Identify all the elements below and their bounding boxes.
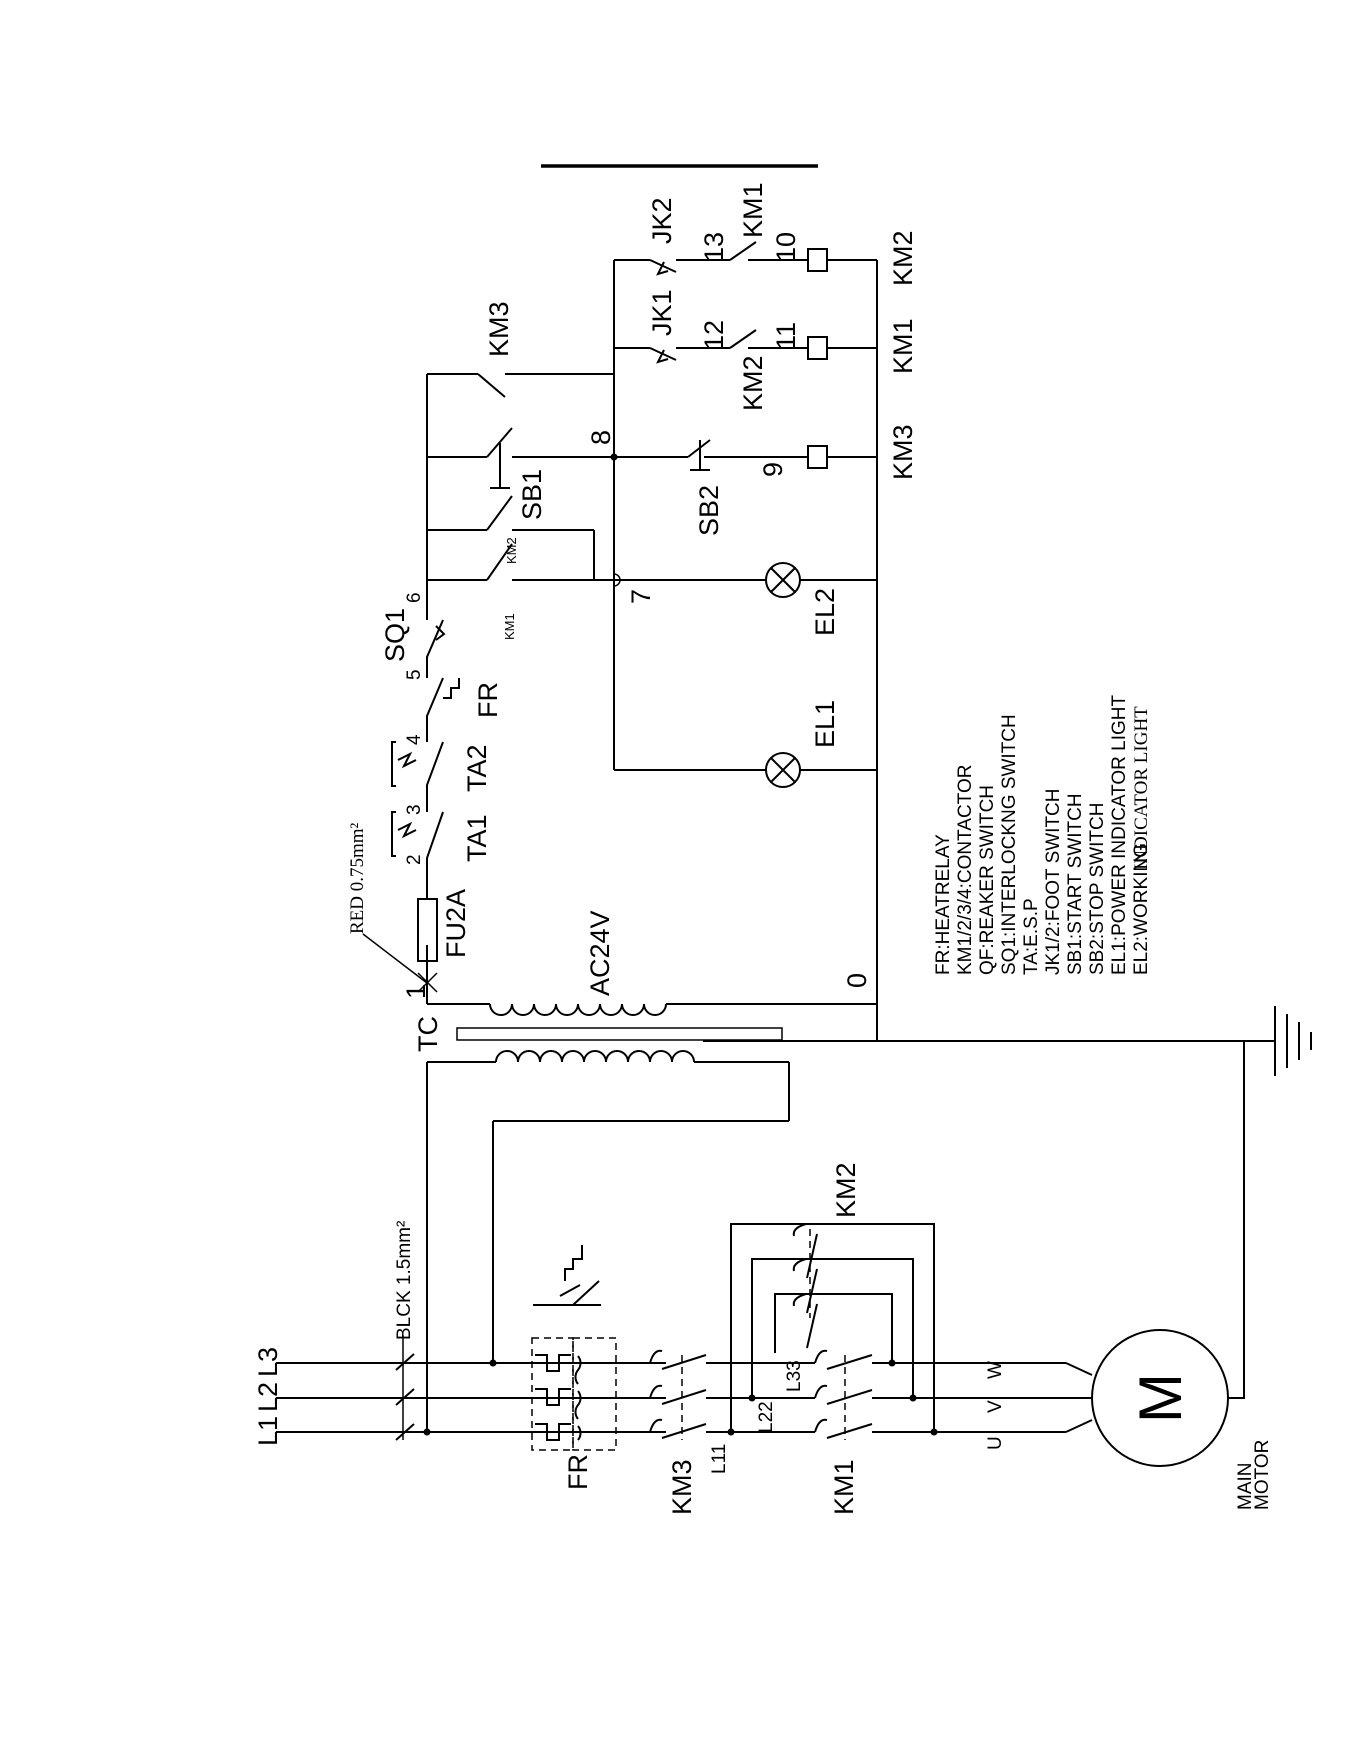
- ctrl-wire-label: RED 0.75mm²: [347, 822, 368, 934]
- phase-label-l33: L33: [784, 1360, 805, 1392]
- fuse-label: FU2A: [441, 889, 471, 958]
- line-label-l1: L1: [253, 1416, 283, 1446]
- km3-main-label: KM3: [667, 1459, 697, 1515]
- transformer-tc: TC AC24V: [413, 910, 789, 1063]
- main-motor: M MAIN MOTOR: [1091, 1329, 1273, 1511]
- km2-main-label: KM2: [831, 1162, 861, 1218]
- node-0: 0: [842, 973, 872, 988]
- sq1-label: SQ1: [380, 608, 410, 662]
- km3-main-contacts: KM3: [616, 1349, 707, 1515]
- voltage-label: AC24V: [585, 910, 615, 996]
- node-8: 8: [586, 430, 616, 445]
- lamp-el1: [765, 752, 801, 788]
- ground-symbol: [1274, 1006, 1312, 1076]
- motor-label-main: MAIN: [1235, 1463, 1256, 1511]
- coil-km3-label: KM3: [888, 424, 918, 480]
- jk2-symbol: [649, 259, 677, 276]
- node-1: 1: [401, 984, 431, 999]
- sb1-symbol: [490, 443, 510, 489]
- ta2-label: TA2: [462, 744, 492, 792]
- coil-km3: [807, 445, 828, 469]
- node-11: 11: [771, 322, 801, 350]
- holding-km2-label: KM2: [504, 537, 519, 564]
- node-12: 12: [699, 320, 729, 350]
- sq1-symbol: [435, 625, 446, 641]
- coil-km1-label: KM1: [888, 318, 918, 374]
- nc-km2-label: KM2: [738, 355, 768, 411]
- node-4: 4: [404, 734, 425, 745]
- legend-line-9: EL1:POWER INDICATOR LIGHT: [1109, 694, 1130, 975]
- km1-main-label: KM1: [829, 1459, 859, 1515]
- legend-line-1: FR:HEATRELAY: [933, 834, 954, 975]
- motor-label-motor: MOTOR: [1252, 1440, 1273, 1510]
- motor-symbol: M: [1127, 1373, 1194, 1423]
- fr-contact-label: FR: [473, 682, 503, 718]
- legend: FR:HEATRELAY KM1/2/3/4:CONTACTOR QF:REAK…: [933, 694, 1152, 975]
- km1-main-contacts: KM1: [706, 1349, 1093, 1515]
- node-10: 10: [771, 232, 801, 262]
- node-7: 7: [626, 589, 656, 604]
- jk1-label: JK1: [647, 289, 677, 336]
- holding-km1-label: KM1: [502, 613, 517, 640]
- node-9: 9: [758, 462, 788, 477]
- sb2-symbol: [690, 440, 710, 471]
- ta1-symbol: [391, 811, 417, 857]
- jk2-label: JK2: [647, 197, 677, 244]
- coil-km2-label: KM2: [888, 230, 918, 286]
- legend-line-10: EL2:WORKING: [1131, 843, 1152, 975]
- node-2: 2: [404, 854, 425, 865]
- ta1-label: TA1: [462, 814, 492, 862]
- legend-line-5: TA:E.S.P: [1021, 898, 1042, 975]
- node-3: 3: [404, 804, 425, 815]
- legend-line-8: SB2:STOP SWITCH: [1087, 803, 1108, 975]
- el2-label: EL2: [810, 588, 840, 636]
- km3-hold-label: KM3: [484, 301, 514, 357]
- legend-line-4: SQ1:INTERLOCKNG SWITCH: [999, 714, 1020, 975]
- heat-relay-fr: FR: [531, 1245, 617, 1490]
- sb1-label: SB1: [517, 469, 547, 520]
- control-circuit: 1 RED 0.75mm² FU2A 2 TA1 3 TA2 4 FR 5 SQ…: [347, 182, 918, 1004]
- legend-line-6: JK1/2:FOOT SWITCH: [1043, 788, 1064, 975]
- legend-line-7: SB1:START SWITCH: [1065, 793, 1086, 975]
- line-label-l2: L2: [253, 1382, 283, 1412]
- fr-contact-symbol: [443, 678, 460, 699]
- power-circuit: L1 L2 L3 BLCK 1.5mm² FR: [253, 1041, 1273, 1515]
- heat-relay-label: FR: [563, 1454, 593, 1490]
- main-wire-label: BLCK 1.5mm²: [394, 1221, 415, 1340]
- transformer-label: TC: [413, 1016, 443, 1052]
- phase-label-l22: L22: [756, 1401, 777, 1433]
- node-13: 13: [699, 232, 729, 262]
- line-label-l3: L3: [253, 1347, 283, 1377]
- el1-label: EL1: [810, 700, 840, 748]
- jk1-symbol: [649, 347, 677, 364]
- legend-line-2: KM1/2/3/4:CONTACTOR: [955, 765, 976, 975]
- phase-label-l11: L11: [709, 1444, 730, 1474]
- node-5: 5: [404, 669, 425, 680]
- nc-km1-label: KM1: [738, 182, 768, 238]
- lamp-el2: [765, 562, 801, 598]
- motor-terminal-v: V: [985, 1400, 1006, 1413]
- coil-km2: [807, 248, 828, 272]
- km2-main-contacts: KM2: [730, 1162, 935, 1432]
- motor-terminal-u: U: [985, 1436, 1006, 1450]
- coil-km1: [807, 336, 828, 360]
- node-6: 6: [404, 592, 425, 603]
- legend-line-10-tail: INDICATOR LIGHT: [1131, 706, 1152, 870]
- sb2-label: SB2: [694, 485, 724, 536]
- motor-terminal-w: W: [985, 1361, 1006, 1379]
- legend-line-3: QF:REAKER SWITCH: [977, 785, 998, 975]
- ta2-symbol: [391, 741, 417, 787]
